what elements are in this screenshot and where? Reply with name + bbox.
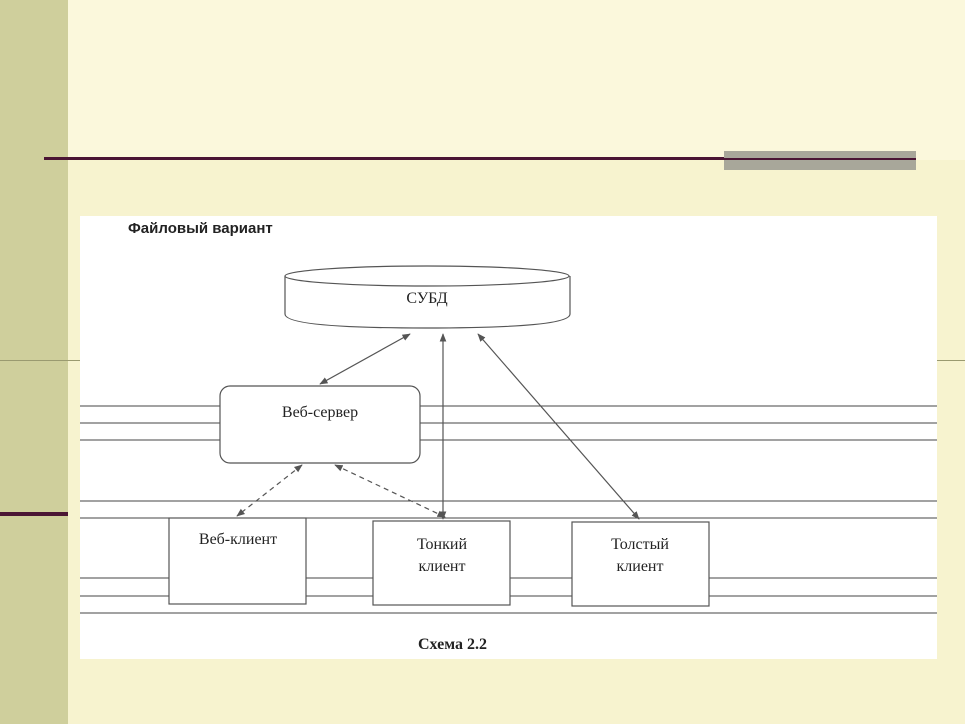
dbms-node bbox=[284, 265, 571, 329]
edge-dbms-web-server bbox=[319, 333, 411, 385]
title-rule bbox=[44, 157, 916, 160]
diagram-svg bbox=[80, 265, 937, 614]
thin-client-node bbox=[372, 520, 511, 606]
diagram-heading: Файловый вариант bbox=[128, 220, 273, 237]
dbms-label: СУБД bbox=[406, 290, 448, 307]
title-rule-accent-line bbox=[724, 158, 916, 160]
edge-dbms-thick-client bbox=[477, 333, 640, 520]
web-client-label: Веб-клиент bbox=[198, 531, 278, 548]
slide-title-area bbox=[68, 0, 965, 160]
thick-client-label: Толстый клиент bbox=[611, 536, 669, 575]
thick-client-node bbox=[571, 521, 710, 607]
web-server-label: Веб-сервер bbox=[281, 404, 359, 421]
edge-web-server-thin-client bbox=[334, 464, 446, 518]
diagram-image: Файловый вариант СУБД Веб-сервер Веб-кли… bbox=[80, 216, 937, 659]
diagram-caption: Схема 2.2 bbox=[418, 636, 488, 653]
title-rule-accent bbox=[724, 151, 916, 170]
thin-client-label: Тонкий клиент bbox=[416, 536, 468, 575]
edge-web-server-web-client bbox=[236, 464, 303, 517]
web-client-node bbox=[168, 517, 307, 605]
web-server-node bbox=[219, 385, 421, 464]
dbms-cylinder-body bbox=[284, 276, 571, 329]
slide-left-band bbox=[0, 0, 68, 724]
right-thin-line bbox=[936, 360, 965, 361]
left-thin-line bbox=[0, 360, 80, 361]
dbms-cylinder-top bbox=[284, 265, 570, 287]
left-band-marker bbox=[0, 512, 68, 516]
